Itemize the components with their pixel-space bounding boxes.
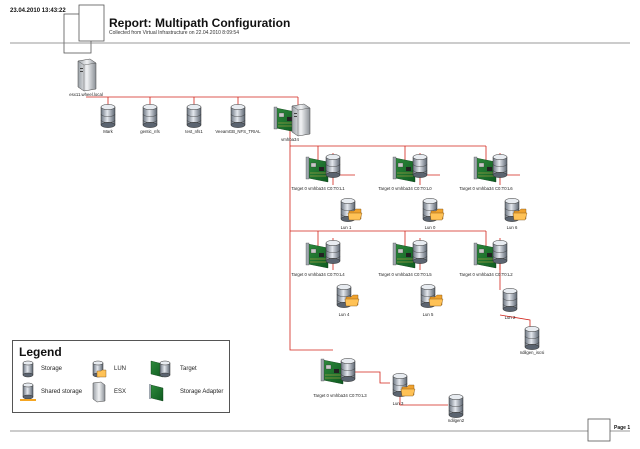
storage-icon[interactable] <box>142 104 158 128</box>
report-title: Report: Multipath Configuration <box>109 16 291 30</box>
legend-label-lun: LUN <box>114 366 127 372</box>
lun-icon <box>92 360 107 378</box>
lun-label: Lun 6 <box>506 225 518 230</box>
lun-label: Lun 0 <box>424 225 436 230</box>
storage-icon[interactable] <box>325 154 341 178</box>
esx-host-icon[interactable] <box>77 58 97 92</box>
lun-icon[interactable] <box>502 288 518 312</box>
storage-icon[interactable] <box>186 104 202 128</box>
report-date: 23.04.2010 13:43:22 <box>10 8 66 14</box>
storage-icon[interactable] <box>325 240 341 264</box>
esx-icon <box>92 381 106 403</box>
page-number: Page 1 <box>614 425 631 431</box>
esx-host-label: esx11.wheel.local <box>69 92 103 97</box>
target-label: Target 0 vmhba34 C0:T0:L1 <box>291 186 345 191</box>
storage-icon[interactable] <box>492 240 508 264</box>
lun-label: Lun 4 <box>338 312 350 317</box>
target-icon[interactable] <box>392 242 416 269</box>
datastore-label: Mark <box>103 129 113 134</box>
target-label: Target 0 vmhba34 C0:T0:L6 <box>459 186 513 191</box>
lun-label: Lun 1 <box>340 225 352 230</box>
storage-icon <box>22 360 34 378</box>
storage-adapter-icon <box>149 384 164 402</box>
lun-label: Lun 2 <box>504 315 516 320</box>
legend-label-storage: Storage <box>41 366 63 372</box>
report-subtitle: Collected from Virtual Infrastructure on… <box>109 30 239 36</box>
target-icon[interactable] <box>305 242 329 269</box>
legend-label-shared-storage: Shared storage <box>41 389 83 395</box>
target-label: Target 0 vmhba34 C0:T0:L4 <box>291 272 345 277</box>
lun-label: Lun 3 <box>392 401 404 406</box>
storage-label: ndilgen2 <box>447 418 465 423</box>
storage-icon[interactable] <box>492 154 508 178</box>
target-icon[interactable] <box>320 358 344 385</box>
legend-label-target: Target <box>180 366 197 372</box>
datastore-label: gentic_nfs <box>140 129 160 134</box>
target-icon[interactable] <box>473 156 497 183</box>
lun-label: Lun 5 <box>422 312 434 317</box>
target-label: Target 0 vmhba34 C0:T0:L2 <box>459 272 513 277</box>
legend-label-esx: ESX <box>114 389 127 395</box>
target-icon[interactable] <box>392 156 416 183</box>
datastore-label: test_nfs1 <box>185 129 203 134</box>
storage-icon[interactable] <box>230 104 246 128</box>
target-label: Target 0 vmhba34 C0:T0:L0 <box>378 186 432 191</box>
target-icon[interactable] <box>473 242 497 269</box>
storage-icon[interactable] <box>100 104 116 128</box>
legend-label-storage-adapter: Storage Adapter <box>180 389 224 395</box>
storage-icon[interactable] <box>412 240 428 264</box>
target-label: Target 0 vmhba34 C0:T0:L5 <box>378 272 432 277</box>
storage-label: ndilgen_iscsi <box>519 350 545 355</box>
storage-icon[interactable] <box>448 394 464 418</box>
storage-icon[interactable] <box>412 154 428 178</box>
footer-page-square <box>587 418 611 442</box>
adapter-label: vmhba34 <box>281 137 299 142</box>
shared-storage-icon <box>20 382 36 401</box>
target-icon <box>150 360 171 378</box>
storage-icon[interactable] <box>340 358 356 382</box>
legend-title: Legend <box>19 345 62 359</box>
legend-icons <box>20 360 171 403</box>
datastore-label: VeeamGB_NFS_TRIAL <box>215 129 261 134</box>
target-icon[interactable] <box>305 156 329 183</box>
legend-panel: Legend <box>12 340 230 413</box>
header-logo-square-b <box>78 4 105 42</box>
target-label: Target 0 vmhba34 C0:T0:L3 <box>313 393 367 398</box>
storage-adapter-icon[interactable] <box>273 103 311 137</box>
storage-icon[interactable] <box>524 326 540 350</box>
